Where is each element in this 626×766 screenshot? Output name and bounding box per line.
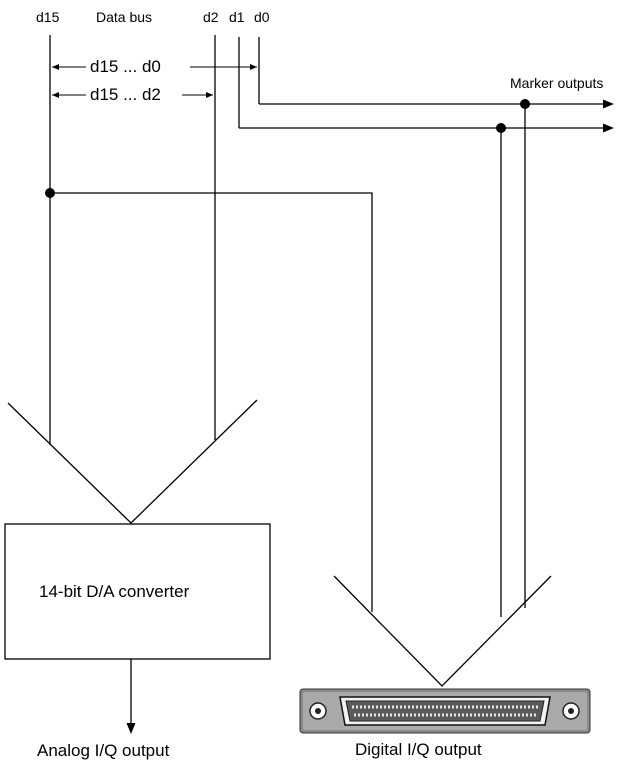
label-d15: d15 [36, 9, 60, 25]
digital-bus-branch [50, 192, 373, 612]
range-upper-label: d15 ... d2 [90, 85, 161, 104]
range-full-dimension [52, 64, 257, 70]
da-converter-box [4, 523, 271, 660]
marker-output-line-d1 [239, 123, 614, 133]
label-d0: d0 [254, 9, 270, 25]
digital-input-funnel [333, 575, 552, 687]
digital-connector-image [299, 688, 591, 734]
range-full-label: d15 ... d0 [90, 57, 161, 76]
marker-outputs-label: Marker outputs [510, 75, 603, 91]
analog-output-label: Analog I/Q output [37, 741, 170, 760]
range-upper-dimension [52, 92, 213, 98]
analog-output-arrowhead [126, 723, 136, 734]
digital-output-label: Digital I/Q output [355, 740, 482, 759]
analog-input-funnel [7, 399, 258, 524]
label-data-bus: Data bus [96, 9, 152, 25]
marker-output-line-d0 [259, 99, 614, 109]
da-converter-label: 14-bit D/A converter [39, 582, 190, 601]
label-d1: d1 [229, 9, 245, 25]
label-d2: d2 [203, 9, 219, 25]
